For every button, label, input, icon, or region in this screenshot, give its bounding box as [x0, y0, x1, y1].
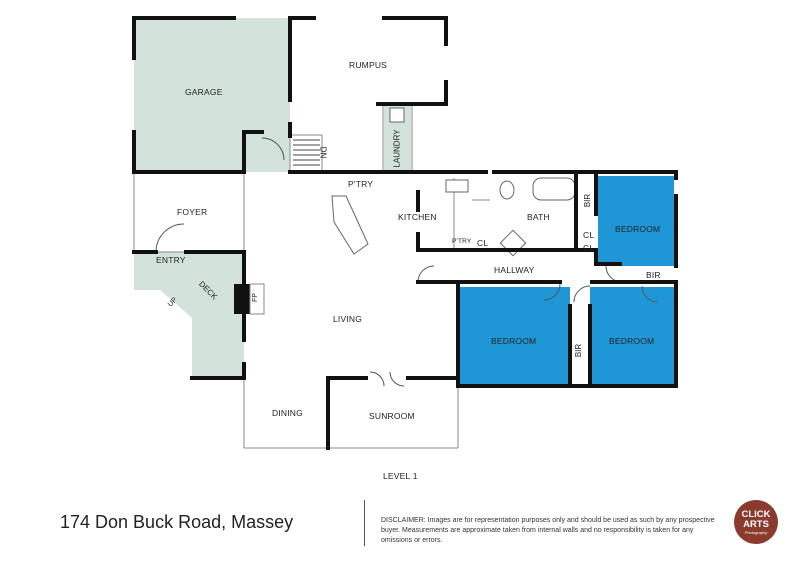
room-label-bath: BATH	[527, 212, 550, 222]
bedroom-left-fill	[458, 287, 570, 385]
room-label-bedroom-right: BEDROOM	[609, 336, 655, 346]
room-label-bedroom-left: BEDROOM	[491, 336, 537, 346]
room-label-garage: GARAGE	[185, 87, 223, 97]
logo-line-3: Photography	[744, 530, 768, 535]
room-label-bir-middle: BIR	[574, 343, 584, 358]
deck-fill	[134, 252, 244, 378]
room-label-bir-top: BIR	[583, 193, 593, 208]
room-label-ptry-small: P'TRY	[452, 238, 472, 245]
bedroom-right-fill	[590, 287, 676, 385]
room-label-dining: DINING	[272, 408, 303, 418]
room-label-bir-right: BIR	[646, 270, 661, 280]
room-label-bedroom-top-right: BEDROOM	[615, 224, 661, 234]
fireplace	[234, 284, 250, 314]
room-label-rumpus: RUMPUS	[349, 60, 388, 70]
room-label-cl-upper: CL	[583, 230, 595, 240]
garage-fill	[134, 18, 290, 172]
room-label-foyer: FOYER	[177, 207, 208, 217]
logo-line-2: ARTS	[743, 519, 769, 530]
room-label-cl-lower: CL	[583, 243, 595, 253]
room-label-living: LIVING	[333, 314, 363, 324]
room-label-ptry-top: P'TRY	[348, 179, 374, 189]
property-address: 174 Don Buck Road, Massey	[60, 512, 294, 532]
stairs-label-dn: DN	[318, 146, 328, 159]
disclaimer-text: DISCLAIMER: Images are for representatio…	[381, 517, 715, 544]
logo-line-1: CLICK	[741, 509, 771, 520]
room-label-laundry: LAUNDRY	[392, 129, 402, 168]
click-arts-logo: CLICK ARTS Photography	[734, 500, 778, 544]
bedroom-top-right-fill	[598, 176, 674, 266]
room-label-kitchen: KITCHEN	[398, 212, 437, 222]
room-label-cl-small: CL	[477, 238, 489, 248]
room-label-entry: ENTRY	[156, 255, 186, 265]
footer-divider	[364, 500, 365, 546]
room-label-sunroom: SUNROOM	[369, 411, 415, 421]
room-label-hallway: HALLWAY	[494, 265, 535, 275]
level-label: LEVEL 1	[383, 471, 418, 481]
fireplace-label: FP	[251, 293, 259, 302]
